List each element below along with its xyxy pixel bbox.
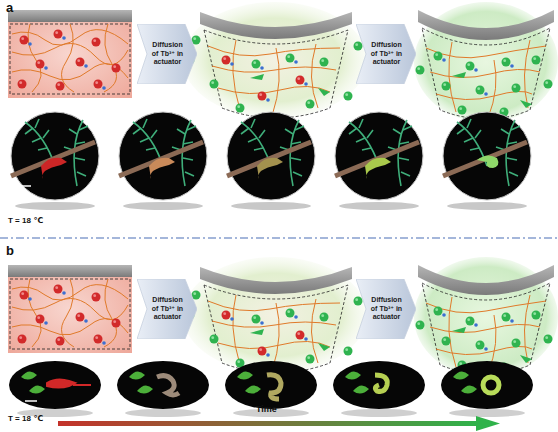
panel-letter: a xyxy=(6,0,13,15)
chevron-arrow: Diffusion of Tb³⁺ in actuator xyxy=(356,279,416,339)
arrow-label: Diffusion of Tb³⁺ in actuator xyxy=(150,41,185,66)
gel-schematic xyxy=(8,2,558,122)
arrow-label: Diffusion of Tb³⁺ in actuator xyxy=(150,296,185,321)
condition-label: T = 18 ℃ xyxy=(8,216,43,225)
condition-label: T = 18 ℃ xyxy=(8,414,43,423)
arrow-label: Diffusion of Tb³⁺ in actuator xyxy=(369,296,404,321)
gel-schematic xyxy=(8,257,558,377)
photo-row xyxy=(9,361,533,417)
chevron-arrow: Diffusion of Tb³⁺ in actuator xyxy=(356,24,416,84)
arrow-label: Diffusion of Tb³⁺ in actuator xyxy=(369,41,404,66)
divider-line xyxy=(0,237,558,238)
panel-letter: b xyxy=(6,243,14,258)
chevron-arrow: Diffusion of Tb³⁺ in actuator xyxy=(137,24,197,84)
time-arrow xyxy=(58,416,500,431)
chevron-arrow: Diffusion of Tb³⁺ in actuator xyxy=(137,279,197,339)
photo-row xyxy=(11,112,531,210)
axis-label: Time xyxy=(256,404,277,414)
